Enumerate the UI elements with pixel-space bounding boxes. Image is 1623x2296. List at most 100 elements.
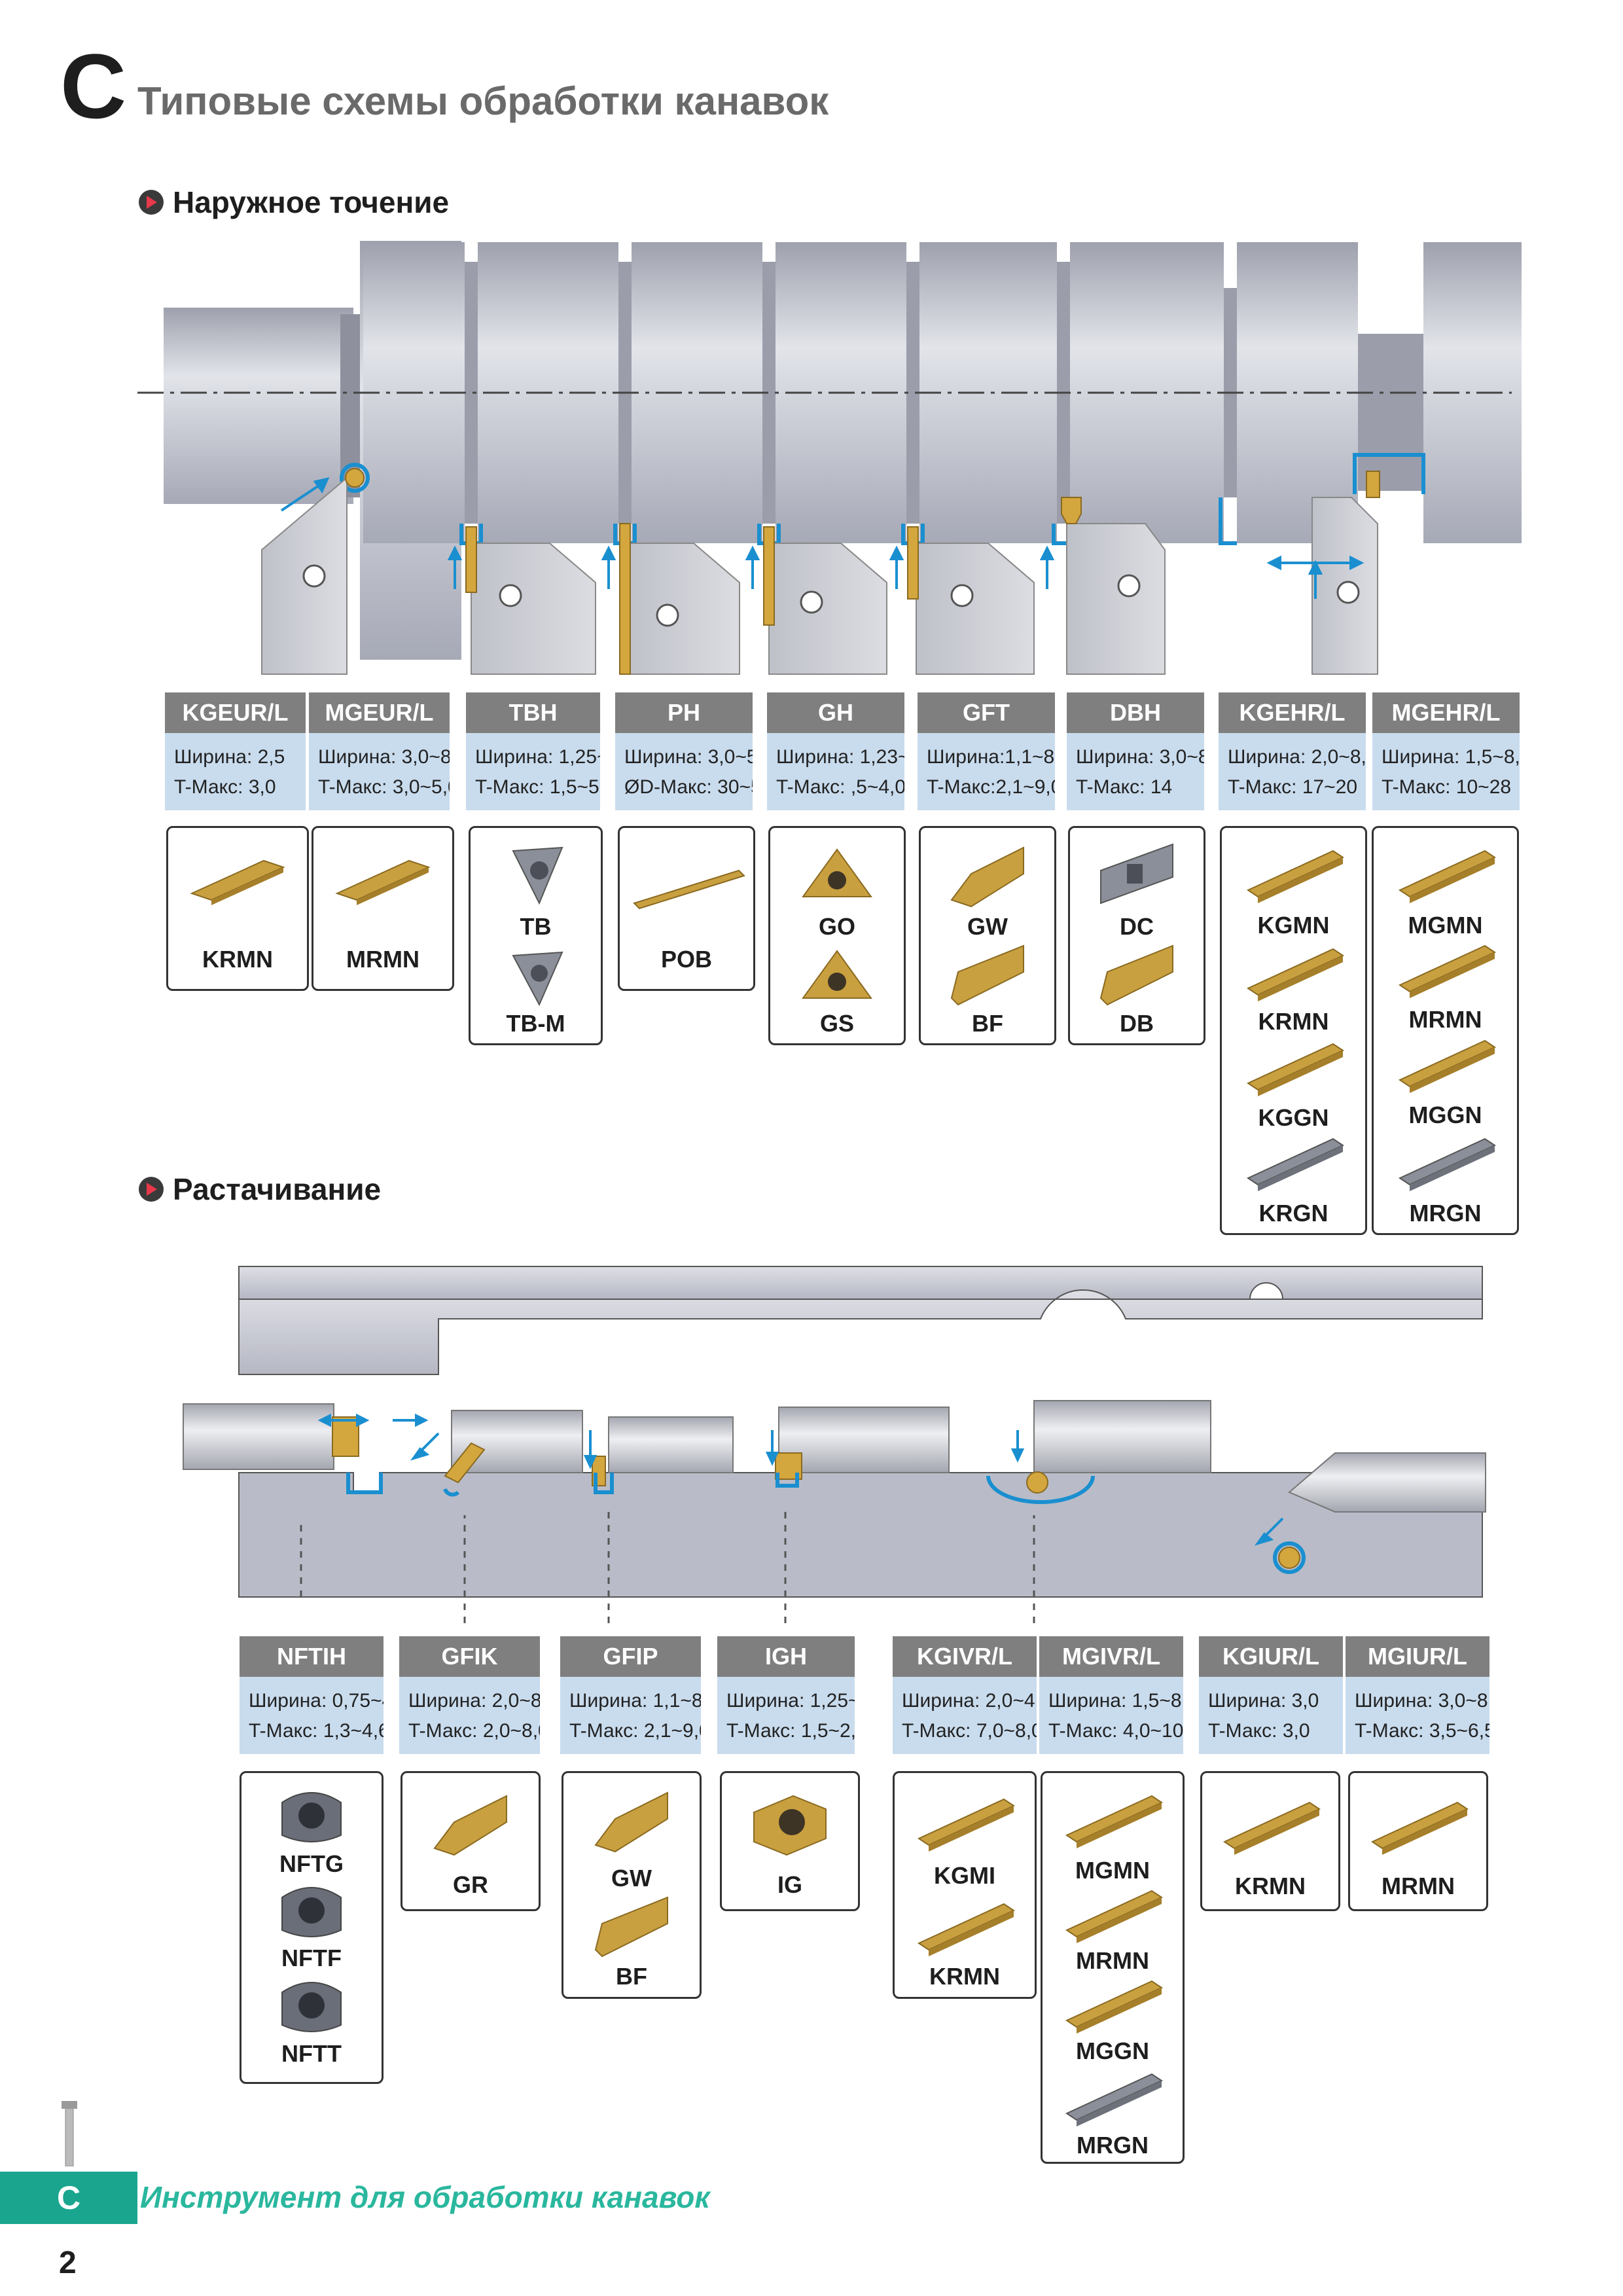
tool-code: PH (615, 692, 753, 733)
insert-box-kgeur: KRMN (166, 826, 309, 991)
insert-label: KRGN (1258, 1200, 1329, 1227)
insert-box-mgiur: MRMN (1348, 1771, 1488, 1911)
tool-spec: Ширина: 3,0~5,0ØD-Макс: 30~50 (615, 733, 753, 810)
tool-column-mgeur: MGEUR/L Ширина: 3,0~8,0T-Макс: 3,0~5,0 (309, 692, 450, 810)
insert-label: IG (777, 1871, 802, 1898)
insert-label: GW (967, 913, 1008, 940)
page-number: 2 (59, 2246, 77, 2280)
insert-label: GW (611, 1865, 652, 1892)
insert-krmn-kgiur-image (1222, 1801, 1321, 1855)
insert-pob-image (633, 869, 745, 910)
insert-label: NFTG (279, 1850, 344, 1877)
tool-column-igh: IGH Ширина: 1,25~2,8T-Макс: 1,5~2,3 (717, 1636, 855, 1754)
insert-gw-boring-image (594, 1791, 668, 1853)
tool-column-gfip: GFIP Ширина: 1,1~8,0T-Макс: 2,1~9,0 (560, 1636, 701, 1754)
insert-label: MGMN (1408, 912, 1483, 939)
insert-gs-image (802, 950, 872, 999)
tool-column-gft: GFT Ширина:1,1~8,0T-Макс:2,1~9,0 (918, 692, 1055, 810)
insert-mrgn-image (1398, 1138, 1496, 1191)
insert-nftf-image (281, 1887, 342, 1937)
external-turning-diagram (137, 241, 1522, 675)
tool-column-gfik: GFIK Ширина: 2,0~8,0T-Макс: 2,0~8,0 (399, 1636, 540, 1754)
insert-label: MRMN (346, 946, 419, 973)
insert-label: MRGN (1409, 1200, 1482, 1227)
insert-label: TB-M (506, 1010, 565, 1037)
tool-column-mgiur: MGIUR/L Ширина: 3,0~8,0T-Макс: 3,5~6,5 (1346, 1636, 1489, 1754)
insert-label: KRMN (1258, 1008, 1329, 1035)
insert-box-kgehr: KGMN KRMN KGGN KRGN (1220, 826, 1367, 1235)
insert-gr-image (433, 1795, 507, 1856)
tool-column-mgivr: MGIVR/L Ширина: 1,5~8,0T-Макс: 4,0~10 (1039, 1636, 1183, 1754)
tool-code: KGIUR/L (1199, 1636, 1343, 1677)
insert-label: BF (616, 1963, 647, 1990)
section-heading-boring-label: Растачивание (173, 1172, 382, 1206)
insert-mrgn-boring-image (1065, 2073, 1164, 2126)
insert-mrmn-mgiur-image (1370, 1801, 1469, 1855)
insert-krmn-boring-image (917, 1903, 1016, 1956)
section-heading-external-label: Наружное точение (173, 185, 450, 219)
section-bullet-icon (139, 1177, 164, 1202)
insert-mggn-image (1398, 1039, 1496, 1093)
insert-label: BF (972, 1010, 1003, 1037)
insert-mrmn-boring-image (1065, 1890, 1164, 1943)
tool-code: NFTIH (240, 1636, 383, 1677)
insert-tb-image (511, 846, 563, 905)
insert-label: MRMN (1076, 1947, 1149, 1974)
tool-code: GFIK (399, 1636, 540, 1677)
tool-code: GFT (918, 692, 1055, 733)
insert-kggn-image (1246, 1043, 1344, 1096)
tool-code: MGEUR/L (309, 692, 450, 733)
insert-label: GR (453, 1871, 488, 1898)
insert-nftg-image (281, 1792, 342, 1842)
tool-column-tbh: TBH Ширина: 1,25~4,5T-Макс: 1,5~5,0 (466, 692, 600, 810)
tool-code: TBH (466, 692, 600, 733)
tool-column-ph: PH Ширина: 3,0~5,0ØD-Макс: 30~50 (615, 692, 753, 810)
tool-spec: Ширина: 1,25~2,8T-Макс: 1,5~2,3 (717, 1677, 855, 1754)
insert-label: KGMI (934, 1862, 995, 1889)
insert-box-gfip: GW BF (562, 1771, 702, 1999)
insert-label: MRMN (1382, 1873, 1455, 1899)
tool-spec: Ширина: 2,0~8,0T-Макс: 17~20 (1219, 733, 1366, 810)
insert-box-gh: GO GS (768, 826, 906, 1045)
tool-spec: Ширина:1,1~8,0T-Макс:2,1~9,0 (918, 733, 1055, 810)
insert-bf-image (950, 944, 1024, 1006)
insert-box-tbh: TB TB-M (469, 826, 603, 1045)
tool-spec: Ширина: 1,5~8,0T-Макс: 4,0~10 (1039, 1677, 1183, 1754)
tool-code: MGIVR/L (1039, 1636, 1183, 1677)
insert-box-mgehr: MGMN MRMN MGGN MRGN (1372, 826, 1519, 1235)
tool-column-mgehr: MGEHR/L Ширина: 1,5~8,0T-Макс: 10~28 (1372, 692, 1520, 810)
tool-column-dbh: DBH Ширина: 3,0~8,0T-Макс: 14 (1067, 692, 1204, 810)
insert-label: POB (660, 946, 712, 973)
tool-column-kgivr: KGIVR/L Ширина: 2,0~4,0T-Макс: 7,0~8,0 (893, 1636, 1037, 1754)
insert-label: NFTT (281, 2040, 342, 2067)
tool-spec: Ширина: 3,0~8,0T-Макс: 14 (1067, 733, 1204, 810)
insert-label: KGMN (1257, 912, 1330, 939)
tool-holder-icon (62, 2101, 77, 2166)
insert-box-mgivr: MGMN MRMN MGGN MRGN (1041, 1771, 1185, 2164)
page-title: Типовые схемы обработки канавок (137, 79, 829, 123)
tool-code: KGEUR/L (165, 692, 306, 733)
tool-spec: Ширина: 1,1~8,0T-Макс: 2,1~9,0 (560, 1677, 701, 1754)
insert-label: KRMN (202, 946, 273, 973)
insert-kgeur-image (190, 859, 285, 905)
insert-label: GS (819, 1010, 854, 1037)
insert-label: NFTF (281, 1945, 342, 1971)
insert-mgeur-image (335, 859, 431, 905)
tool-code: KGIVR/L (893, 1636, 1037, 1677)
section-heading-external: Наружное точение (139, 185, 449, 220)
insert-label: KGGN (1258, 1104, 1329, 1131)
footer-title: Инструмент для обработки канавок (140, 2180, 710, 2214)
insert-label: MGGN (1408, 1102, 1482, 1128)
insert-label: MRMN (1408, 1006, 1482, 1033)
insert-box-ph: POB (618, 826, 755, 991)
insert-label: DC (1120, 913, 1154, 940)
boring-tools-table: NFTIH Ширина: 0,75~4,02T-Макс: 1,3~4,6 G… (240, 1636, 1496, 1761)
insert-mrmn-image (1398, 944, 1496, 998)
insert-bf-boring-image (594, 1896, 668, 1958)
chapter-tab: C (0, 2172, 137, 2224)
insert-label: GO (818, 913, 855, 940)
